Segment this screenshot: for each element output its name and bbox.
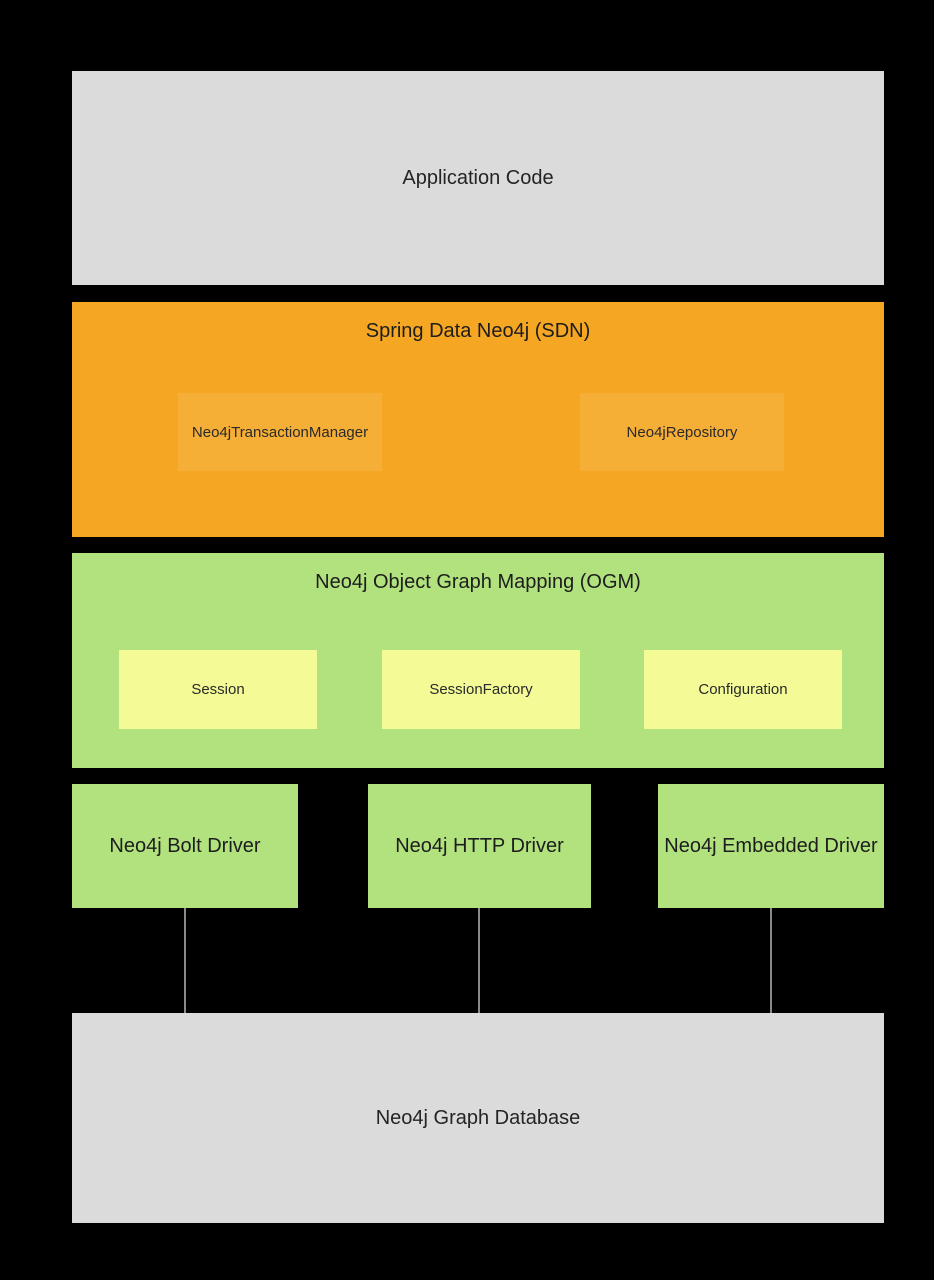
neo4j-repository-label: Neo4jRepository bbox=[626, 423, 738, 441]
configuration-box: Configuration bbox=[644, 650, 842, 729]
application-code-label: Application Code bbox=[402, 166, 554, 189]
graph-database-label: Neo4j Graph Database bbox=[375, 1106, 581, 1129]
session-label: Session bbox=[191, 681, 245, 698]
ogm-layer-box: Neo4j Object Graph Mapping (OGM) Session… bbox=[72, 553, 884, 768]
session-factory-label: SessionFactory bbox=[429, 681, 533, 698]
session-box: Session bbox=[119, 650, 317, 729]
http-driver-box: Neo4j HTTP Driver bbox=[368, 784, 591, 908]
neo4j-repository-box: Neo4jRepository bbox=[580, 393, 784, 471]
session-factory-box: SessionFactory bbox=[382, 650, 580, 729]
configuration-label: Configuration bbox=[698, 681, 788, 698]
bolt-driver-label: Neo4j Bolt Driver bbox=[109, 834, 261, 857]
embedded-driver-box: Neo4j Embedded Driver bbox=[658, 784, 884, 908]
sdn-layer-box: Spring Data Neo4j (SDN) Neo4jTransaction… bbox=[72, 302, 884, 537]
embedded-driver-connector-line bbox=[770, 908, 772, 1013]
bolt-driver-box: Neo4j Bolt Driver bbox=[72, 784, 298, 908]
neo4j-transaction-manager-label: Neo4jTransactionManager bbox=[191, 423, 369, 441]
bolt-driver-connector-line bbox=[184, 908, 186, 1013]
application-code-box: Application Code bbox=[72, 71, 884, 285]
ogm-layer-title: Neo4j Object Graph Mapping (OGM) bbox=[315, 571, 641, 593]
sdn-layer-title: Spring Data Neo4j (SDN) bbox=[365, 320, 591, 342]
embedded-driver-label: Neo4j Embedded Driver bbox=[664, 834, 878, 857]
graph-database-box: Neo4j Graph Database bbox=[72, 1013, 884, 1223]
http-driver-label: Neo4j HTTP Driver bbox=[395, 834, 564, 857]
neo4j-transaction-manager-box: Neo4jTransactionManager bbox=[178, 393, 382, 471]
http-driver-connector-line bbox=[478, 908, 480, 1013]
